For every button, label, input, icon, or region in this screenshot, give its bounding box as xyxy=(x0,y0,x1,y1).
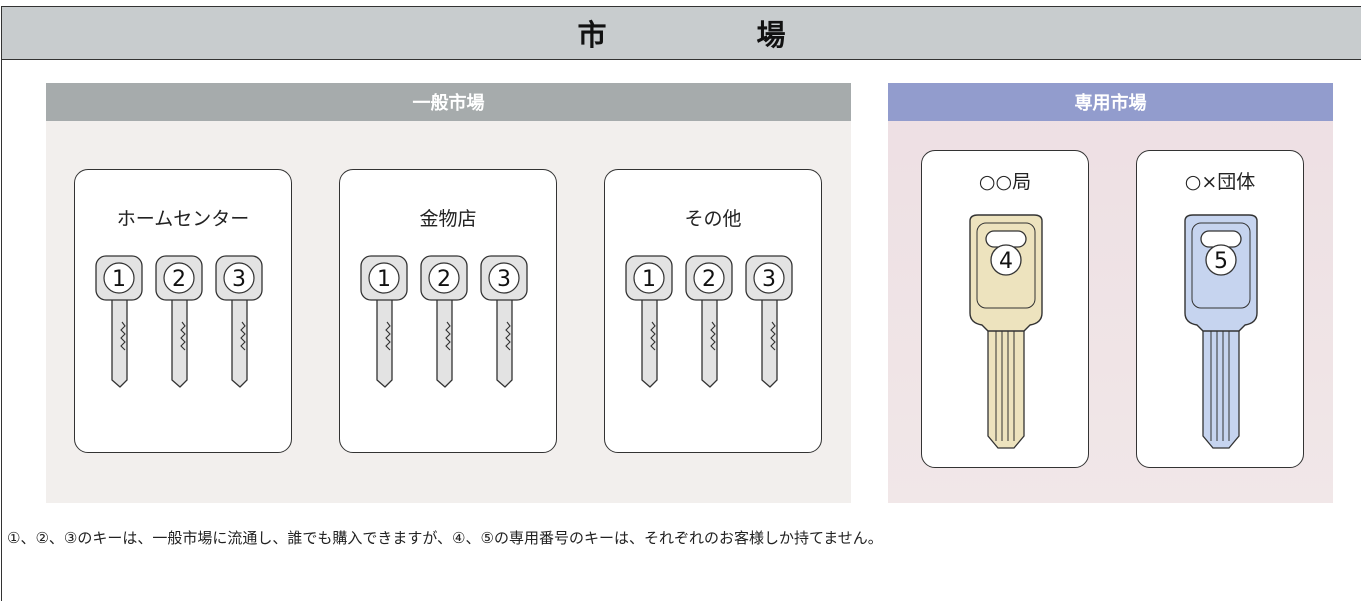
hardware-store-keys: 1 2 3 xyxy=(360,255,528,388)
general-market-panel: 一般市場 ホームセンター 1 2 3 金物店 1 2 3 その他 1 2 3 xyxy=(46,83,851,503)
small-key: 3 xyxy=(480,255,528,388)
other-keys: 1 2 3 xyxy=(625,255,793,388)
key-number: 3 xyxy=(762,267,776,292)
group-label: ○×団体 xyxy=(1184,171,1256,193)
small-key: 2 xyxy=(420,255,468,388)
small-key: 2 xyxy=(155,255,203,388)
diagram-frame xyxy=(1,6,1361,601)
key-number: 4 xyxy=(999,249,1013,274)
dedicated-key: 5 xyxy=(1184,214,1258,449)
small-key: 3 xyxy=(745,255,793,388)
small-key: 1 xyxy=(625,255,673,388)
other-label: その他 xyxy=(684,208,742,230)
key-number: 1 xyxy=(377,267,391,292)
group-card: ○×団体 5 xyxy=(1136,150,1304,468)
title-right: 場 xyxy=(756,18,786,52)
key-number: 3 xyxy=(232,267,246,292)
home-center-keys: 1 2 3 xyxy=(95,255,263,388)
small-key: 3 xyxy=(215,255,263,388)
bureau-key: 4 xyxy=(969,214,1043,449)
hardware-store-label: 金物店 xyxy=(419,208,477,230)
small-key: 1 xyxy=(95,255,143,388)
group-key: 5 xyxy=(1184,214,1258,449)
hardware-store-card: 金物店 1 2 3 xyxy=(339,169,557,453)
title-bar: 市 場 xyxy=(2,7,1361,60)
home-center-label: ホームセンター xyxy=(116,208,250,230)
key-number: 1 xyxy=(112,267,126,292)
general-market-header: 一般市場 xyxy=(46,83,851,121)
dedicated-market-panel: 専用市場 ○○局 4 ○×団体 5 xyxy=(888,83,1333,503)
key-number: 2 xyxy=(437,267,451,292)
dedicated-key: 4 xyxy=(969,214,1043,449)
key-number: 1 xyxy=(642,267,656,292)
key-number: 2 xyxy=(702,267,716,292)
key-number: 2 xyxy=(172,267,186,292)
small-key: 1 xyxy=(360,255,408,388)
bureau-card: ○○局 4 xyxy=(921,150,1089,468)
key-number: 5 xyxy=(1214,249,1228,274)
bureau-label: ○○局 xyxy=(978,171,1032,193)
title-left: 市 xyxy=(577,18,607,52)
other-card: その他 1 2 3 xyxy=(604,169,822,453)
small-key: 2 xyxy=(685,255,733,388)
key-number: 3 xyxy=(497,267,511,292)
footnote: ①、②、③のキーは、一般市場に流通し、誰でも購入できますが、④、⑤の専用番号のキ… xyxy=(7,529,883,547)
dedicated-market-header: 専用市場 xyxy=(888,83,1333,121)
home-center-card: ホームセンター 1 2 3 xyxy=(74,169,292,453)
